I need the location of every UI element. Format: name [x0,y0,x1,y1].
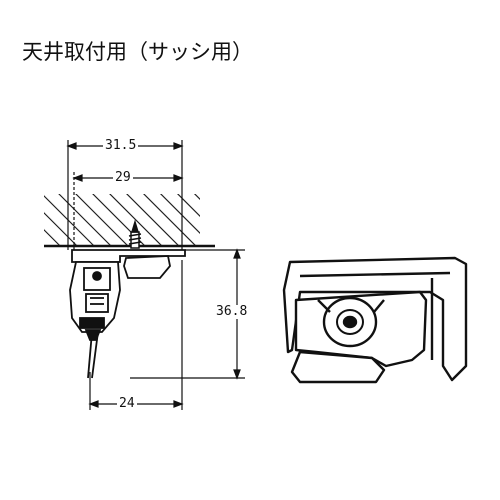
dimension-height: 36.8 [214,304,250,319]
dimension-bottom-width: 24 [117,396,137,411]
dimension-top-width: 31.5 [103,138,139,153]
bracket-section [69,249,186,379]
extension-lines [67,140,245,410]
bracket-perspective [282,256,468,384]
ceiling-section [44,194,215,248]
mounting-screw [128,219,142,249]
dimension-inner-width: 29 [113,170,133,185]
page-title: 天井取付用（サッシ用） [22,40,253,64]
